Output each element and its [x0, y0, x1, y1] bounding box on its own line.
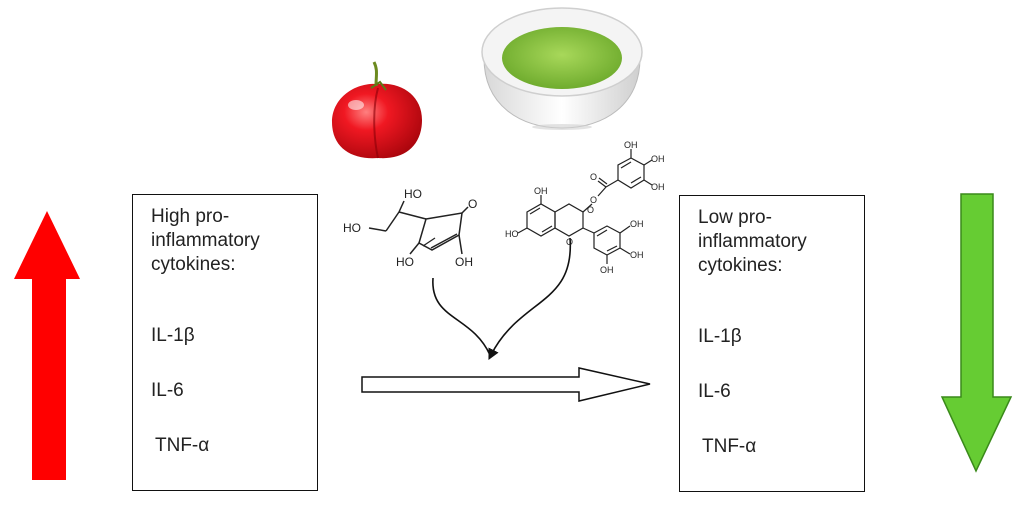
cytokine-tnfa: TNF-α [702, 436, 757, 457]
cytokine-tnfa: TNF-α [155, 435, 210, 456]
low-cytokines-box: Low pro- inflammatory cytokines: IL-1β I… [679, 195, 865, 492]
cytokine-il6: IL-6 [151, 380, 184, 401]
low-cytokines-title: Low pro- inflammatory cytokines: [698, 207, 807, 276]
curve-from-ascorbic-acid [432, 277, 491, 356]
cytokine-il1b: IL-1β [698, 326, 742, 347]
high-cytokines-title: High pro- inflammatory cytokines: [151, 206, 260, 275]
increase-arrow [14, 211, 80, 480]
high-cytokines-box: High pro- inflammatory cytokines: IL-1β … [132, 194, 318, 491]
transition-arrow [361, 367, 651, 402]
curve-from-catechin [488, 237, 571, 360]
cytokine-il1b: IL-1β [151, 325, 195, 346]
cytokine-il6: IL-6 [698, 381, 731, 402]
decrease-arrow [940, 193, 1013, 473]
